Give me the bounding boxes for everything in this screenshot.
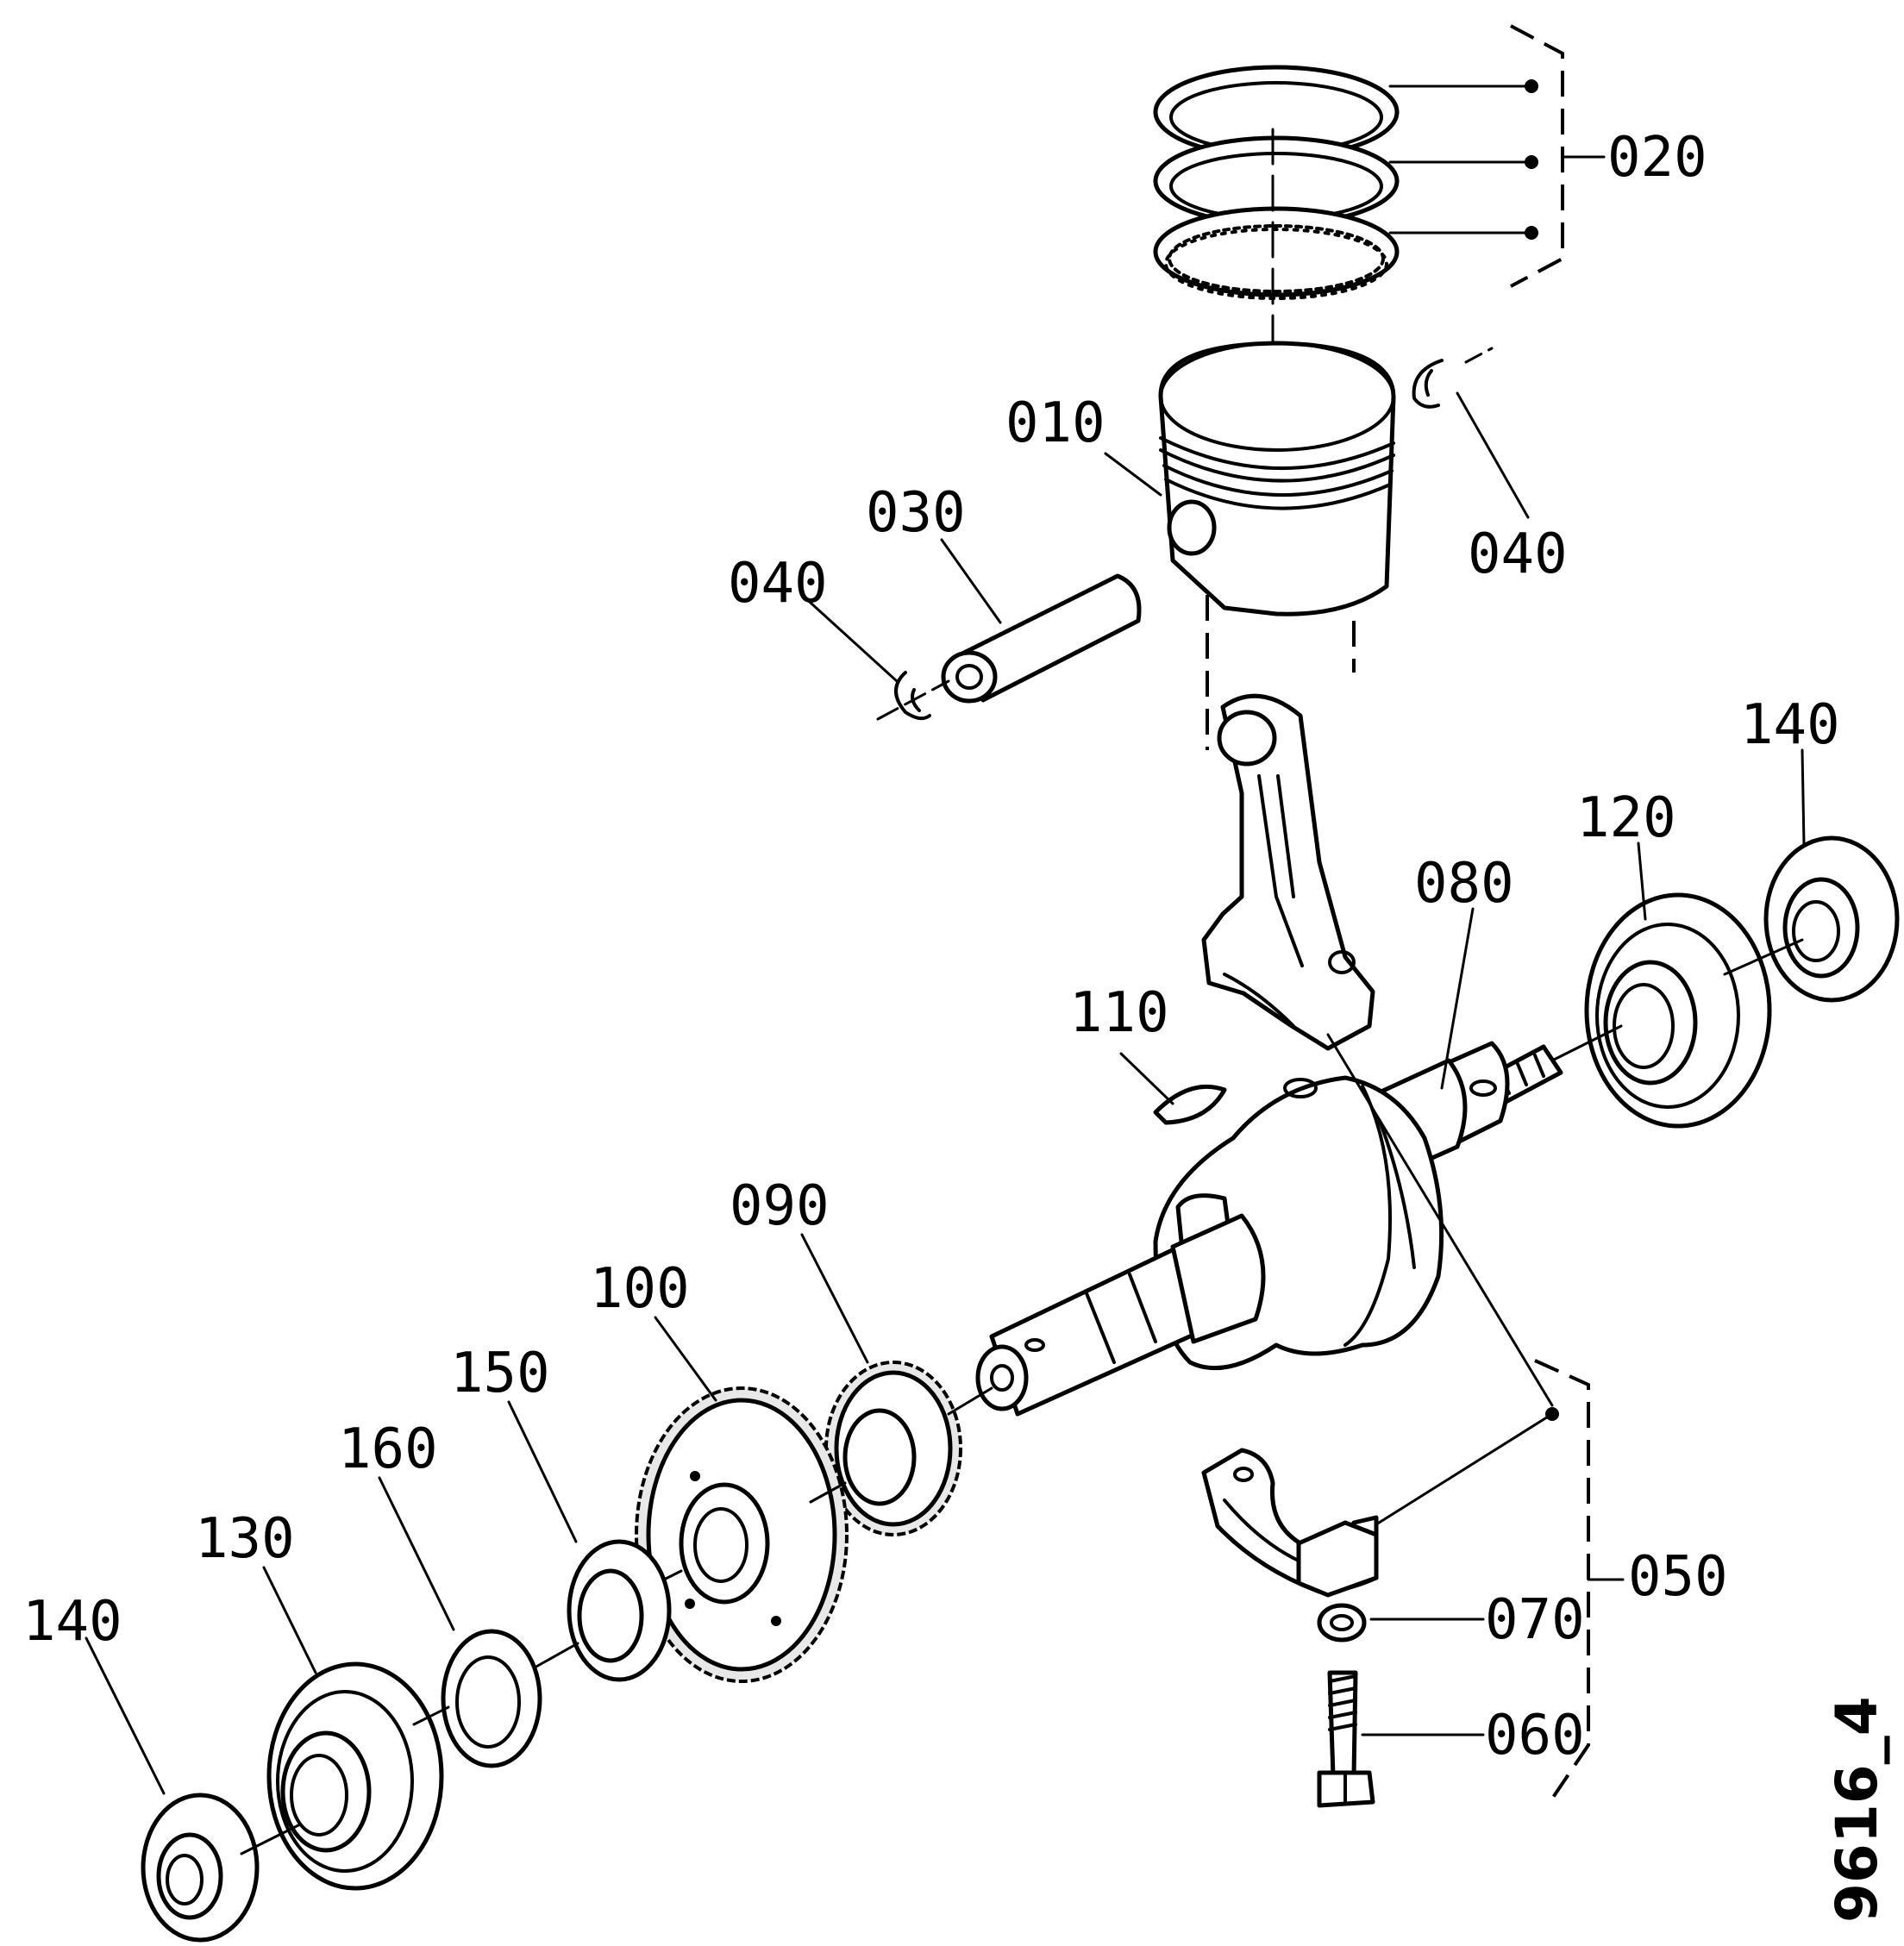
rodcap-bracket <box>1361 1359 1625 1800</box>
label-150: 150 <box>450 1342 550 1405</box>
rod-cap <box>1201 1448 1379 1598</box>
bearing-left <box>266 1661 444 1891</box>
circlip-right <box>1412 347 1494 409</box>
piston-rings <box>1153 65 1400 407</box>
callout-labels: 020 010 030 040 040 140 120 080 110 090 … <box>22 126 1840 1768</box>
connecting-rod <box>1201 693 1375 1051</box>
piston <box>1158 341 1396 750</box>
label-080: 080 <box>1414 852 1514 916</box>
label-040-left: 040 <box>728 552 828 616</box>
label-050: 050 <box>1628 1545 1728 1609</box>
label-090: 090 <box>730 1174 830 1238</box>
label-120: 120 <box>1576 786 1676 850</box>
gear-small <box>824 1361 962 1536</box>
rings-leaders <box>1388 24 1606 288</box>
piston-pin <box>941 573 1142 704</box>
label-100: 100 <box>590 1257 690 1321</box>
bearing-right <box>1584 892 1772 1129</box>
woodruff-key <box>1153 1084 1227 1125</box>
bolt <box>1317 1670 1375 1808</box>
label-070: 070 <box>1485 1588 1585 1652</box>
label-030: 030 <box>866 481 966 545</box>
label-040-right: 040 <box>1468 522 1568 586</box>
callout-leaders <box>85 391 1806 1795</box>
washer <box>1317 1603 1367 1643</box>
label-020: 020 <box>1607 126 1707 190</box>
label-160: 160 <box>338 1417 438 1481</box>
assembly-axis <box>240 938 1804 1855</box>
label-010: 010 <box>1005 391 1105 455</box>
seal-left <box>141 1793 260 1943</box>
circlip-left <box>876 671 950 721</box>
label-060: 060 <box>1485 1704 1585 1768</box>
shim <box>441 1629 542 1768</box>
drawing-code: 9616_4 <box>1824 1696 1890 1923</box>
crankshaft <box>975 1041 1563 1417</box>
gear-large <box>635 1386 849 1683</box>
seal-right <box>1763 835 1900 1003</box>
label-140-left: 140 <box>22 1590 122 1654</box>
spacer <box>567 1539 672 1682</box>
label-140-right: 140 <box>1740 693 1840 757</box>
label-110: 110 <box>1069 981 1169 1045</box>
label-130: 130 <box>195 1507 295 1571</box>
